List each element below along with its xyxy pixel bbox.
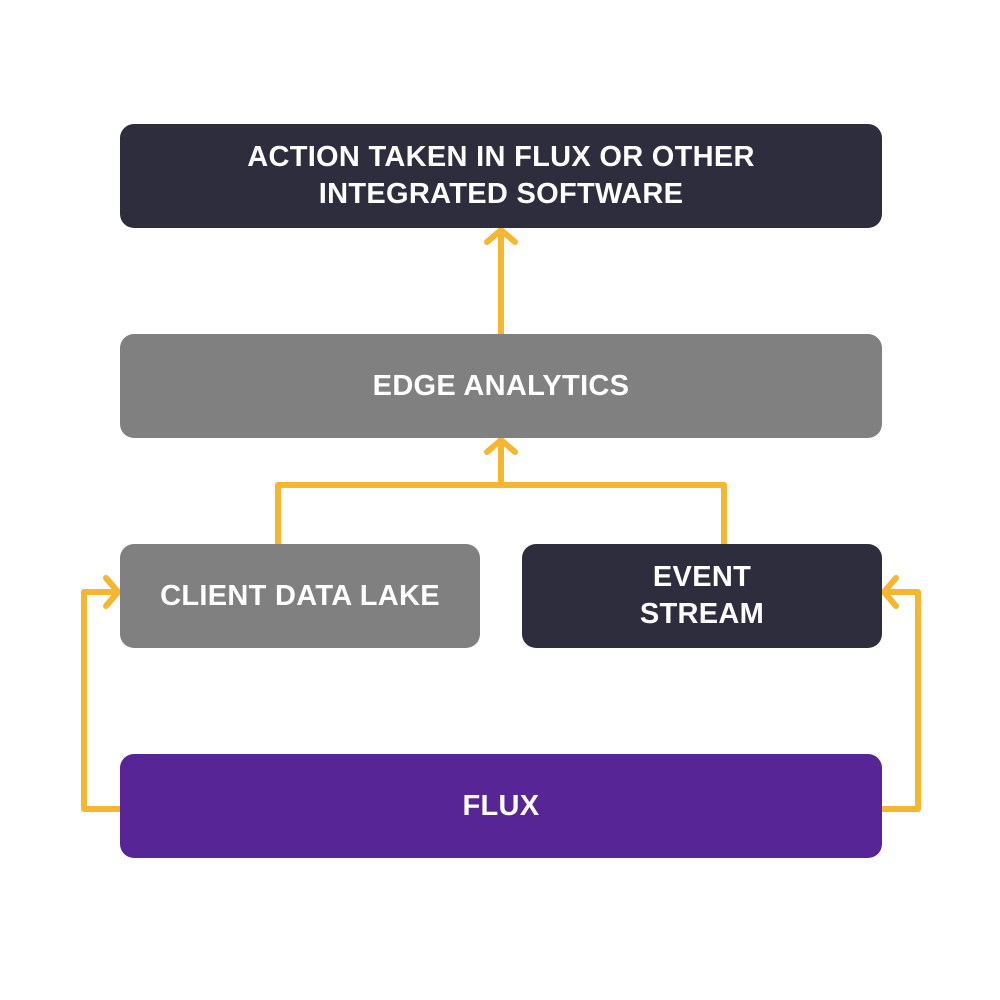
client-data-lake-node-label: CLIENT DATA LAKE [160,579,440,612]
connector-flux-to-lake [81,589,123,812]
arrowhead-lake [103,575,121,609]
edge-analytics-node: EDGE ANALYTICS [120,334,882,438]
connector-flux-to-stream [879,589,921,812]
arrowhead-action [484,227,518,245]
arrowhead-edge [484,437,518,455]
event-stream-node-label: EVENT STREAM [639,561,765,630]
event-stream-node: EVENT STREAM [522,544,882,648]
arrowhead-stream [881,575,899,609]
action-node-label: ACTION TAKEN IN FLUX OR OTHER INTEGRATED… [247,141,755,210]
flux-node: FLUX [120,754,882,858]
action-node: ACTION TAKEN IN FLUX OR OTHER INTEGRATED… [120,124,882,228]
flux-node-label: FLUX [462,789,540,822]
edge-analytics-node-label: EDGE ANALYTICS [372,369,630,402]
client-data-lake-node: CLIENT DATA LAKE [120,544,480,648]
connector-lake-stream-to-edge [275,482,727,547]
